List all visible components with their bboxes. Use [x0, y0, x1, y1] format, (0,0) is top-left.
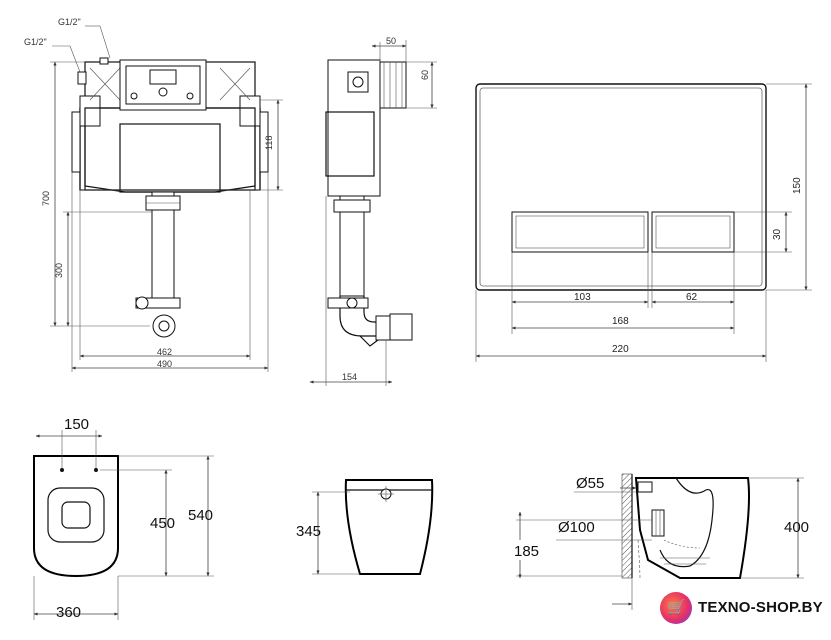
g-half-top-label: G1/2" [58, 17, 81, 27]
dim-345-label: 345 [296, 523, 321, 540]
dim-62-label: 62 [686, 292, 698, 303]
dim-168-label: 168 [612, 316, 629, 327]
logo-badge [660, 592, 692, 624]
dim-400-label: 400 [784, 519, 809, 536]
dim-154-label: 154 [342, 372, 357, 382]
dim-150-toilet-label: 150 [64, 416, 89, 433]
dim-540-label: 540 [188, 507, 213, 524]
frame-front-view: 700 300 118 462 490 G1/2" G1/2" [24, 17, 283, 372]
dim-462-label: 462 [157, 347, 172, 357]
dim-50-label: 50 [386, 36, 396, 46]
cart-icon: 🛒 [667, 598, 686, 616]
toilet-side-section: Ø55 Ø100 185 400 [514, 473, 809, 610]
dim-103-label: 103 [574, 292, 591, 303]
dim-700-label: 700 [41, 191, 51, 206]
dim-150-plate-label: 150 [792, 177, 803, 194]
dim-60-label: 60 [420, 70, 430, 80]
dim-360-label: 360 [56, 604, 81, 621]
dim-d55-label: Ø55 [576, 475, 604, 492]
dim-30-label: 30 [772, 228, 783, 240]
dim-d100-label: Ø100 [558, 519, 595, 536]
brand-name: TEXNO-SHOP.BY [698, 599, 823, 616]
toilet-front-view: 345 [296, 479, 434, 575]
g-half-left-label: G1/2" [24, 37, 47, 47]
dim-450-label: 450 [150, 515, 175, 532]
toilet-top-view: 150 450 540 360 [33, 416, 214, 621]
dim-185-label: 185 [514, 543, 539, 560]
flush-plate-view: 150 30 103 62 168 220 [475, 83, 812, 362]
brand-logo[interactable]: 🛒 TEXNO-SHOP.BY [658, 590, 828, 630]
dim-220-label: 220 [612, 344, 629, 355]
dim-490-label: 490 [157, 359, 172, 369]
dim-118-label: 118 [264, 136, 274, 150]
frame-side-view: 50 60 154 [309, 36, 437, 386]
dim-300-label: 300 [54, 263, 64, 278]
